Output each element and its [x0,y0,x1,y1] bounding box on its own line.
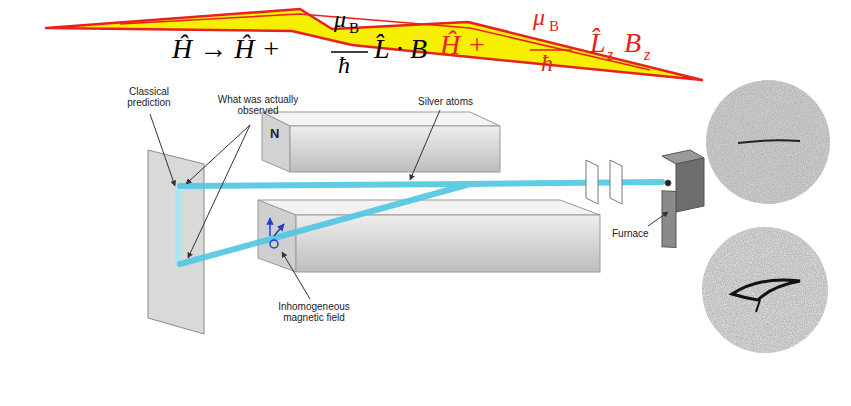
magnet-south [258,200,600,272]
callout-label: Inhomogeneous magnetic field [272,301,356,323]
formula-symbol: ħ [338,52,350,78]
formula-symbol: μ [334,6,346,32]
formula-subscript: z [644,46,650,64]
leader-lines [150,110,668,299]
formula-term: L̂ · B⃗ [374,34,449,65]
lightning-bolt [46,9,702,80]
formula-symbol: B [624,28,641,59]
formula-subscript: z [607,46,613,64]
pole-label: N [270,127,279,141]
formula-symbol: μ [533,4,545,30]
callout-label: Classical prediction [118,86,180,108]
formula-subscript: B [549,18,559,35]
photo-classical [706,80,830,204]
magnet-north [262,112,500,172]
formula-subscript: B [349,20,359,37]
formula-symbol: ħ [541,50,553,76]
formula-term: Ĥ → Ĥ + [172,34,280,65]
callout-label: Silver atoms [418,96,473,107]
photo-observed [702,227,828,353]
callout-label: Furnace [612,228,649,239]
formula-symbol: L̂ [590,28,606,59]
furnace [662,150,704,247]
field-arrows [270,218,284,248]
callout-label: What was actually observed [212,94,304,116]
formula-term: Ĥ + [440,30,486,61]
slits [586,160,622,204]
